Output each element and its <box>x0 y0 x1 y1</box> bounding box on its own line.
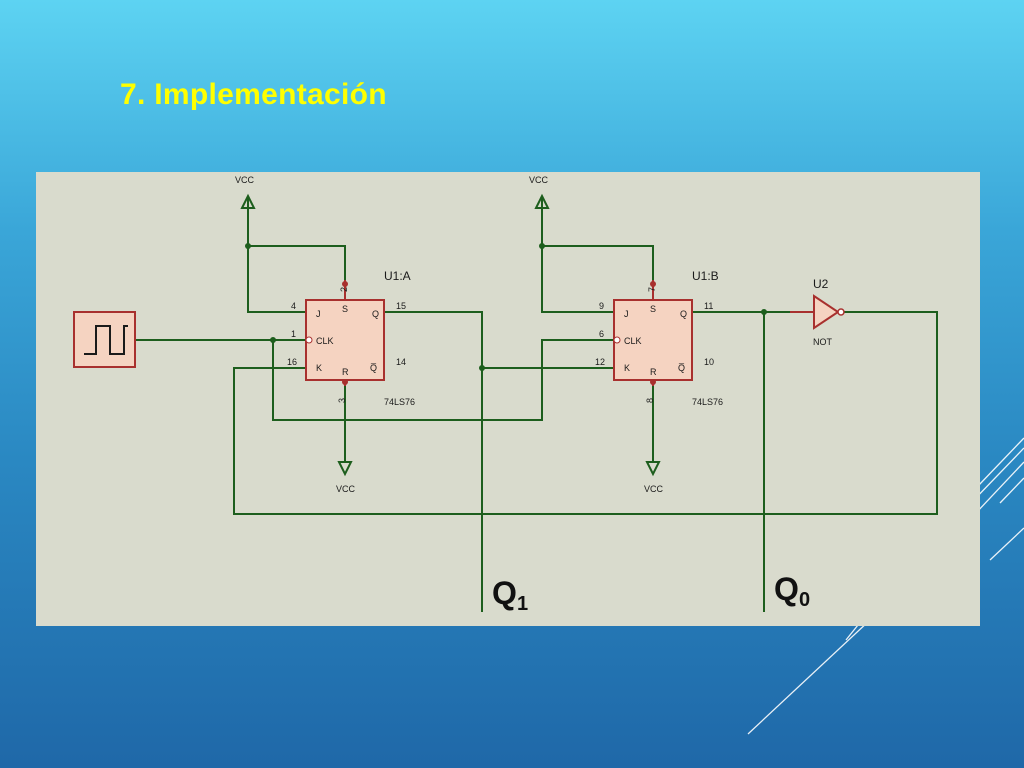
ffa-pin-s: 2 <box>339 287 349 292</box>
ffa-ref: U1:A <box>384 269 411 283</box>
circuit-schematic: J CLK K Q Q̅ S R 4 1 16 15 14 2 3 U1:A 7… <box>73 175 938 615</box>
ffb-pin-j: 9 <box>599 301 604 311</box>
ffa-vcc-top: VCC <box>235 175 255 185</box>
ffb-q-label: Q <box>680 309 687 319</box>
ffa-pin-qn: 14 <box>396 357 406 367</box>
junction-dots <box>245 243 767 371</box>
ffa-pin-clk: 1 <box>291 329 296 339</box>
ffb-part: 74LS76 <box>692 397 723 407</box>
q0-label: Q <box>774 571 799 607</box>
ffb-pin-k: 12 <box>595 357 605 367</box>
ffb-pin-r: 8 <box>645 398 655 403</box>
ffa-clk-label: CLK <box>316 336 334 346</box>
ffb-pin-q: 11 <box>704 301 713 311</box>
schematic-panel: J CLK K Q Q̅ S R 4 1 16 15 14 2 3 U1:A 7… <box>36 172 980 626</box>
flipflop-u1a: J CLK K Q Q̅ S R 4 1 16 15 14 2 3 U1:A 7… <box>235 175 415 494</box>
inverter-ref: U2 <box>813 277 829 291</box>
ffb-vcc-bottom: VCC <box>644 484 664 494</box>
ffa-s-label: S <box>342 304 348 314</box>
vcc-symbols <box>240 193 661 477</box>
ffa-pin-q: 15 <box>396 301 406 311</box>
ffb-j-label: J <box>624 309 629 319</box>
clock-source <box>73 311 136 368</box>
ffa-q-label: Q <box>372 309 379 319</box>
q0-subscript: 0 <box>799 589 810 611</box>
ffa-vcc-bottom: VCC <box>336 484 356 494</box>
q1-subscript: 1 <box>517 593 528 615</box>
ffa-pin-j: 4 <box>291 301 296 311</box>
ffa-pin-k: 16 <box>287 357 297 367</box>
ffa-j-label: J <box>316 309 321 319</box>
ffb-pin-qn: 10 <box>704 357 714 367</box>
ffb-clk-label: CLK <box>624 336 642 346</box>
inverter-u2: U2 NOT <box>790 277 845 347</box>
ffb-ref: U1:B <box>692 269 719 283</box>
inverter-type: NOT <box>813 337 833 347</box>
q1-label: Q <box>492 575 517 611</box>
ffb-vcc-top: VCC <box>529 175 549 185</box>
ffa-qn-label: Q̅ <box>370 363 377 373</box>
ffb-r-label: R <box>650 367 657 377</box>
ffb-k-label: K <box>624 363 630 373</box>
slide-title: 7. Implementación <box>120 78 387 111</box>
output-labels: Q 1 Q 0 <box>492 571 810 615</box>
ffb-pin-s: 7 <box>647 287 657 292</box>
ffa-part: 74LS76 <box>384 397 415 407</box>
ffa-k-label: K <box>316 363 322 373</box>
ffa-r-label: R <box>342 367 349 377</box>
ffb-qn-label: Q̅ <box>678 363 685 373</box>
ffb-s-label: S <box>650 304 656 314</box>
ffb-pin-clk: 6 <box>599 329 604 339</box>
flipflop-u1b: J CLK K Q Q̅ S R 9 6 12 11 10 7 8 U1:B 7… <box>529 175 723 494</box>
ffa-pin-r: 3 <box>337 398 347 403</box>
wires <box>135 196 938 612</box>
